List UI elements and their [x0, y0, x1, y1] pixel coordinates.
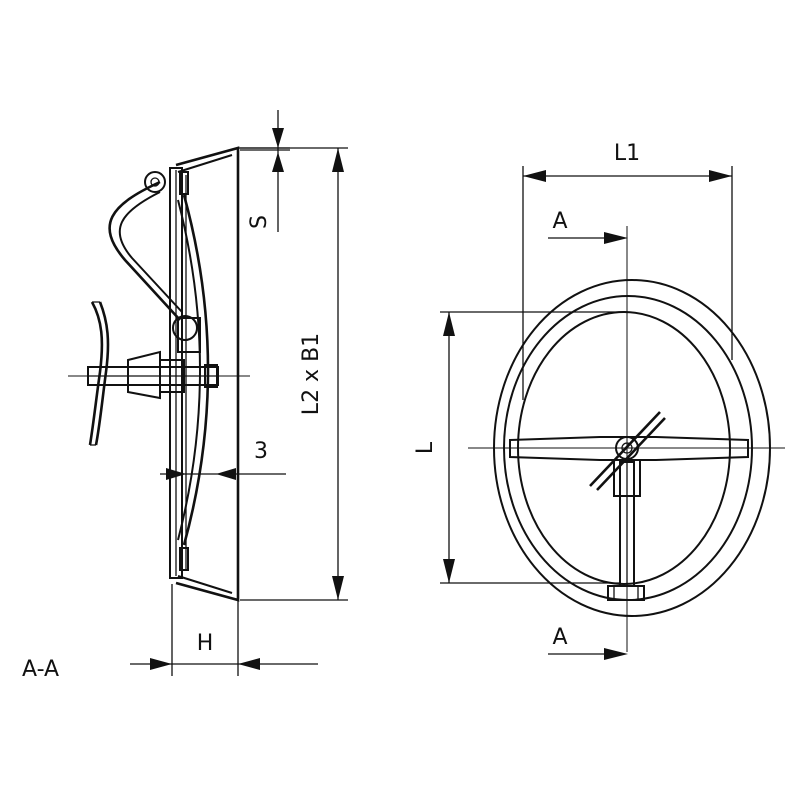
- dim-height: H: [130, 584, 318, 676]
- dim-overall-size: L2 x B1: [240, 147, 348, 601]
- t-handle-wing: [88, 301, 104, 446]
- dim-width: L1: [522, 141, 733, 400]
- dim-seal-thickness: S: [238, 110, 290, 232]
- hinge-arm: [108, 180, 181, 321]
- dim-s-label: S: [247, 215, 272, 229]
- hinge-pin: [144, 171, 166, 193]
- hinge-bracket: [172, 315, 198, 341]
- cut-marker-top-label: A: [552, 209, 567, 234]
- strap-clamp: [613, 459, 641, 497]
- hinge-knuckle: [607, 585, 645, 601]
- dim-opening: L: [413, 311, 628, 584]
- bolt-nut: [127, 350, 161, 400]
- cover-shell-inner: [177, 154, 233, 594]
- cover-shell-outer: [175, 146, 240, 602]
- dished-plate-inner: [177, 199, 201, 541]
- dim-3-label: 3: [254, 439, 268, 464]
- gasket-top: [179, 171, 189, 195]
- frame-flange: [169, 167, 183, 579]
- dim-l-label: L: [413, 441, 438, 454]
- dim-l1-label: L1: [614, 141, 640, 166]
- gasket-bottom: [179, 547, 189, 571]
- cut-marker-top: A: [548, 209, 628, 244]
- dim-gap: 3: [160, 439, 286, 480]
- crossbar: [509, 436, 749, 461]
- front-view: L1 L A A: [413, 141, 785, 660]
- cut-marker-bottom-label: A: [552, 625, 567, 650]
- dished-plate: [182, 194, 210, 546]
- dim-l2b1-label: L2 x B1: [299, 333, 324, 415]
- section-view: S L2 x B1 3 H A-A: [22, 110, 348, 682]
- cut-marker-bottom: A: [548, 625, 628, 660]
- outer-rim: [493, 279, 771, 617]
- section-label: A-A: [22, 657, 59, 682]
- t-handle-front: [589, 411, 666, 491]
- dim-h-label: H: [197, 631, 214, 656]
